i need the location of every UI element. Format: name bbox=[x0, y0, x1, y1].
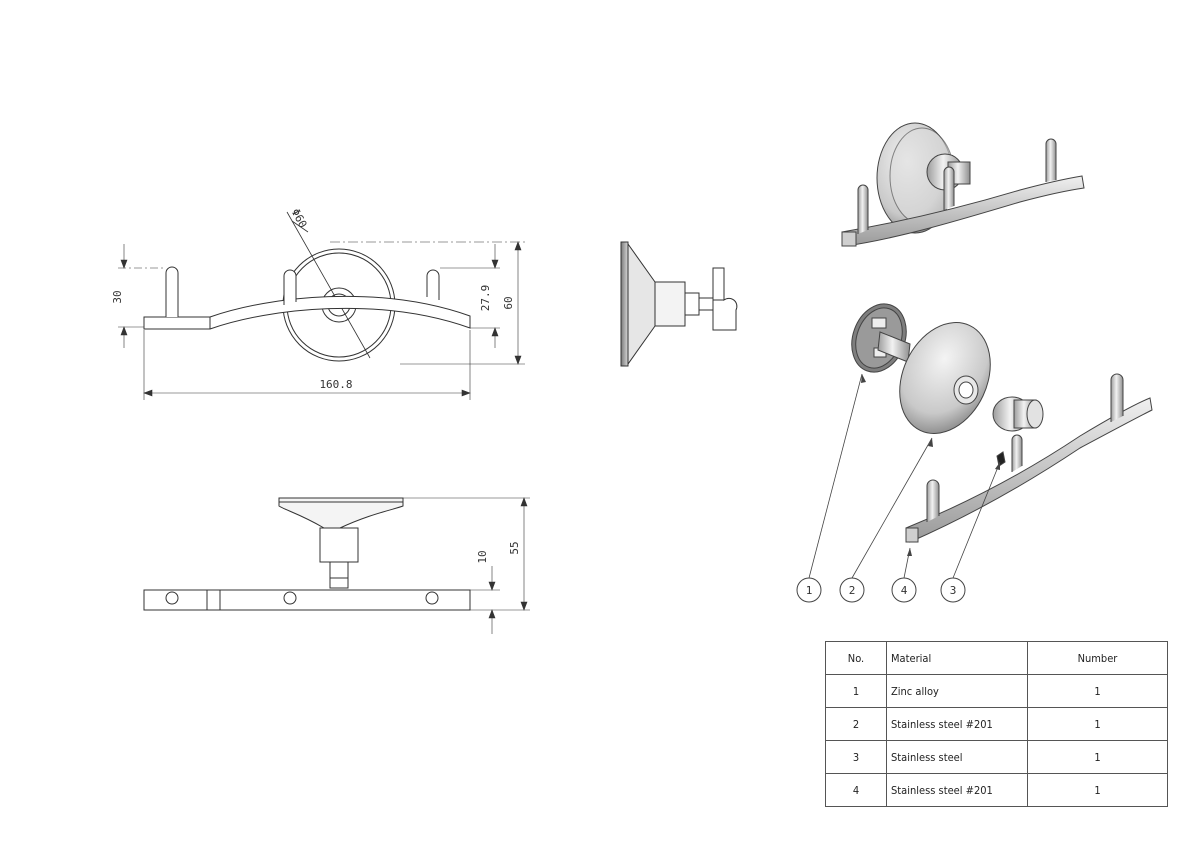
bottom-dimensions bbox=[403, 497, 530, 634]
front-view bbox=[143, 211, 525, 365]
bom-cell-number: 1 bbox=[1027, 707, 1168, 741]
bom-header-material: Material bbox=[886, 641, 1028, 675]
dim-front-height: 30 bbox=[111, 290, 124, 303]
mid-pin bbox=[283, 269, 297, 305]
part-4-bar bbox=[905, 397, 1153, 543]
balloon-4: 4 bbox=[891, 577, 917, 603]
exploded-iso-view bbox=[851, 303, 1153, 543]
bom-cell-number: 1 bbox=[1027, 674, 1168, 708]
leader-arrows bbox=[861, 374, 1000, 556]
bom-cell-material: Stainless steel #201 bbox=[886, 773, 1028, 807]
dim-diameter: Φ60 bbox=[289, 207, 310, 231]
bom-header-no: No. bbox=[825, 641, 887, 675]
bom-cell-no: 4 bbox=[825, 773, 887, 807]
front-dimensions bbox=[118, 241, 522, 400]
dim-projection: 55 bbox=[508, 541, 521, 554]
balloon-2: 2 bbox=[839, 577, 865, 603]
pin-hole-left bbox=[165, 591, 179, 605]
bom-cell-material: Stainless steel #201 bbox=[886, 707, 1028, 741]
part-3-screw bbox=[996, 451, 1006, 467]
dim-overall-width: 160.8 bbox=[319, 378, 352, 391]
bill-of-materials: No. Material Number 1 Zinc alloy 1 2 Sta… bbox=[825, 641, 1168, 807]
pin-hole-right bbox=[425, 591, 439, 605]
bom-row: 1 Zinc alloy 1 bbox=[825, 674, 1168, 708]
left-pin bbox=[165, 266, 179, 317]
bom-cell-number: 1 bbox=[1027, 773, 1168, 807]
svg-text:3: 3 bbox=[950, 584, 957, 597]
balloon-1: 1 bbox=[796, 577, 822, 603]
dim-pin-height: 27.9 bbox=[479, 285, 492, 312]
pin-hole-mid bbox=[283, 591, 297, 605]
bom-header-row: No. Material Number bbox=[825, 641, 1168, 675]
bom-cell-number: 1 bbox=[1027, 740, 1168, 774]
bom-cell-no: 3 bbox=[825, 740, 887, 774]
bom-row: 3 Stainless steel 1 bbox=[825, 740, 1168, 774]
part-2-cover bbox=[899, 322, 991, 434]
bottom-view bbox=[143, 497, 471, 611]
bom-cell-material: Zinc alloy bbox=[886, 674, 1028, 708]
bom-row: 2 Stainless steel #201 1 bbox=[825, 707, 1168, 741]
balloon-3: 3 bbox=[940, 577, 966, 603]
svg-text:4: 4 bbox=[901, 584, 908, 597]
hook-bar bbox=[143, 295, 471, 330]
bom-cell-no: 2 bbox=[825, 707, 887, 741]
assembled-iso-view bbox=[841, 122, 1085, 247]
svg-text:2: 2 bbox=[849, 584, 856, 597]
dim-plate-height: 60 bbox=[502, 296, 515, 309]
right-pin bbox=[426, 269, 440, 300]
bom-row: 4 Stainless steel #201 1 bbox=[825, 773, 1168, 807]
side-view bbox=[620, 241, 738, 367]
svg-text:1: 1 bbox=[806, 584, 813, 597]
dim-bottom-offset: 10 bbox=[476, 550, 489, 563]
bom-cell-material: Stainless steel bbox=[886, 740, 1028, 774]
bom-cell-no: 1 bbox=[825, 674, 887, 708]
bom-header-number: Number bbox=[1027, 641, 1168, 675]
